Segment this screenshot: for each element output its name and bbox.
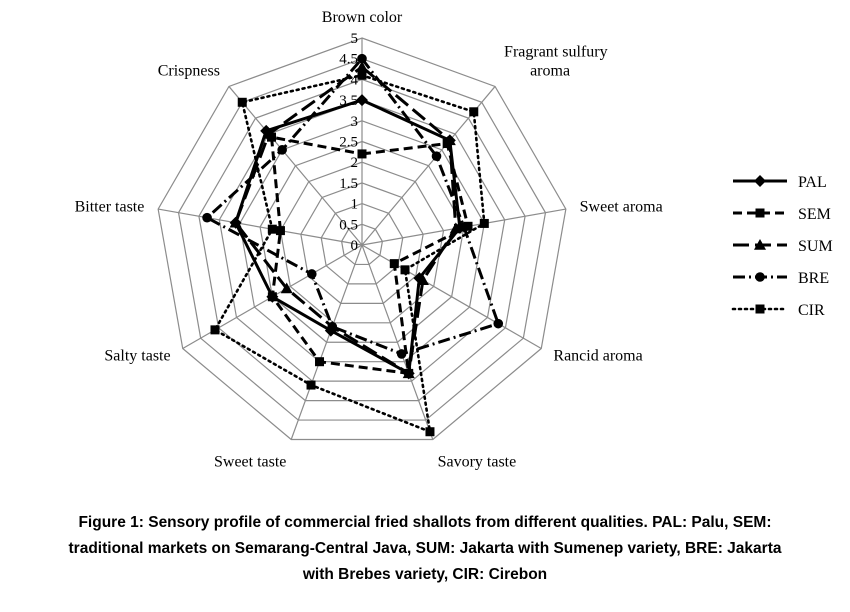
legend-label: PAL xyxy=(798,174,827,191)
legend-item: BRE xyxy=(733,270,829,287)
data-point xyxy=(357,53,367,64)
tick-label: 4.5 xyxy=(339,52,358,68)
caption-line: with Brebes variety, CIR: Cirebon xyxy=(302,566,548,583)
tick-label: 2.5 xyxy=(339,135,358,151)
data-point xyxy=(315,357,325,367)
data-point xyxy=(267,224,277,234)
data-point xyxy=(306,380,316,390)
grid-ring xyxy=(279,161,445,324)
figure-caption: Figure 1: Sensory profile of commercial … xyxy=(0,510,850,588)
data-point xyxy=(237,97,247,107)
legend-item: SEM xyxy=(733,206,831,223)
data-point xyxy=(755,272,765,282)
grid-ring xyxy=(340,223,384,266)
data-point xyxy=(356,60,368,72)
data-point xyxy=(402,367,415,379)
series-cir xyxy=(210,70,489,437)
caption-line: traditional markets on Semarang-Central … xyxy=(68,540,782,557)
legend-label: BRE xyxy=(798,270,829,287)
axis-label: Rancid aroma xyxy=(553,348,642,365)
data-point xyxy=(262,128,275,139)
data-point xyxy=(493,318,504,329)
series-line xyxy=(204,56,501,356)
axis-label: Bitter taste xyxy=(75,199,145,216)
data-point xyxy=(327,321,338,332)
tick-label: 4 xyxy=(351,72,359,88)
axis-label: Sweet aroma xyxy=(580,199,663,216)
series-line xyxy=(213,73,486,434)
data-point xyxy=(431,151,442,162)
data-point xyxy=(389,259,399,269)
series-lines xyxy=(202,53,504,437)
series-line xyxy=(233,65,458,376)
tick-label: 2 xyxy=(351,155,359,171)
grid-ring xyxy=(177,58,547,421)
data-point xyxy=(449,222,462,234)
data-point xyxy=(267,292,277,302)
tick-label: 1.5 xyxy=(339,176,358,192)
data-point xyxy=(443,134,456,146)
data-point xyxy=(357,149,367,159)
grid-ring xyxy=(157,37,567,441)
data-point xyxy=(755,208,765,218)
axis-label: Brown color xyxy=(322,9,403,26)
data-point xyxy=(307,269,317,279)
axis-label: Crispness xyxy=(158,63,220,80)
grid-ring xyxy=(300,182,424,304)
legend-label: SUM xyxy=(798,238,833,255)
data-point xyxy=(229,216,242,228)
legend: PAL SEM SUM BRE CIR xyxy=(731,174,833,319)
axis-label: Salty taste xyxy=(104,348,170,365)
data-point xyxy=(280,282,293,294)
caption-line: Figure 1: Sensory profile of commercial … xyxy=(78,514,772,531)
axis-spoke xyxy=(361,244,434,440)
axis-spoke xyxy=(158,208,363,246)
data-point xyxy=(754,239,766,250)
data-point xyxy=(275,226,285,236)
data-point xyxy=(396,349,407,359)
tick-label: 0.5 xyxy=(339,217,358,233)
legend-item: CIR xyxy=(731,302,825,319)
series-line xyxy=(269,135,470,376)
tick-label: 0 xyxy=(351,238,359,254)
axis-spoke xyxy=(228,86,363,246)
data-point xyxy=(210,325,220,335)
radial-tick-labels: 00.511.522.533.544.55 xyxy=(339,31,358,254)
grid-ring xyxy=(198,78,526,402)
axis-label: Savory taste xyxy=(438,454,517,471)
tick-label: 5 xyxy=(351,31,359,47)
data-point xyxy=(400,265,410,275)
data-point xyxy=(755,304,765,314)
data-point xyxy=(356,94,368,107)
axis-spoke xyxy=(361,244,542,350)
data-point xyxy=(754,175,766,187)
data-point xyxy=(479,218,489,228)
legend-label: CIR xyxy=(798,302,825,319)
legend-label: SEM xyxy=(798,206,831,223)
data-point xyxy=(202,212,212,223)
data-point xyxy=(357,70,367,80)
tick-label: 1 xyxy=(351,197,359,213)
axis-label: Sweet taste xyxy=(214,454,286,471)
grid-ring xyxy=(320,202,404,285)
data-point xyxy=(416,274,429,285)
axis-spoke xyxy=(290,244,363,440)
tick-label: 3 xyxy=(351,114,359,130)
legend-item: PAL xyxy=(733,174,827,191)
data-point xyxy=(425,427,435,437)
data-point xyxy=(277,145,287,155)
data-point xyxy=(469,107,479,117)
data-point xyxy=(459,222,469,232)
series-bre xyxy=(202,53,504,359)
legend-item: SUM xyxy=(733,238,833,255)
